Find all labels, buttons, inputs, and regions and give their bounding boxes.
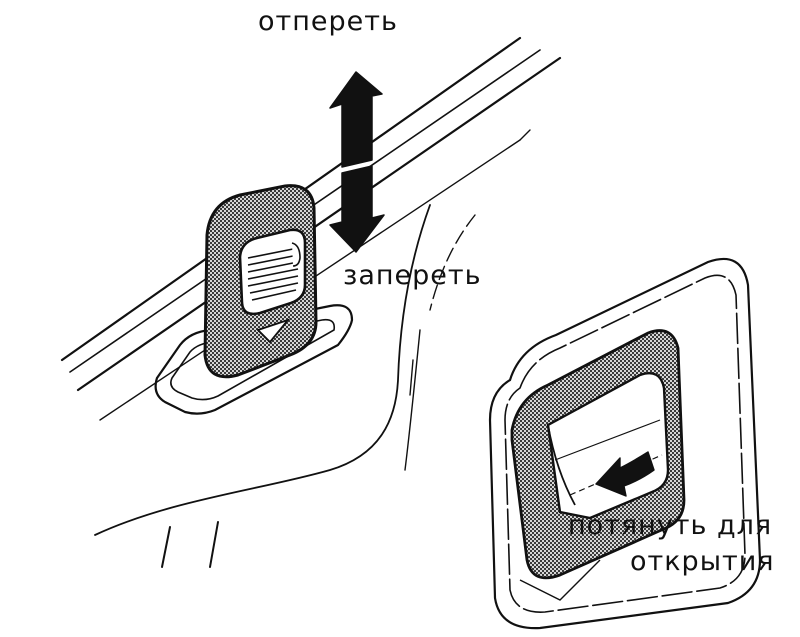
knob-grip-lines — [247, 247, 299, 301]
label-unlock: отпереть — [258, 6, 398, 37]
lock-knob[interactable] — [203, 184, 318, 379]
label-pull-to-open-line1: потянуть для — [568, 510, 773, 541]
triangle-indicator-icon — [256, 318, 291, 344]
curved-pull-arrow-icon — [595, 451, 655, 497]
double-arrow-up-down-icon — [329, 71, 385, 253]
label-lock: запереть — [343, 260, 482, 291]
label-pull-to-open-line2: открытия — [630, 546, 775, 577]
door-pull-handle[interactable] — [510, 329, 686, 601]
door-handle-bezel — [488, 257, 762, 630]
